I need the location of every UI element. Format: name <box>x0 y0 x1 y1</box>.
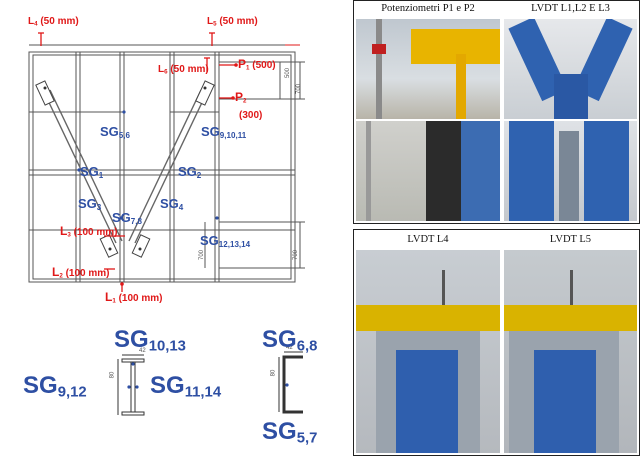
label-sg-9-10-11: SG9,10,11 <box>201 124 247 140</box>
photo-potentiometer-closeup <box>356 121 500 221</box>
dim-700-b: 700 <box>199 249 206 261</box>
photo-panel-top: Potenziometri P1 e P2 LVDT L1,L2 E L3 <box>353 0 640 224</box>
dim-80-b: 80 <box>270 369 277 377</box>
label-l5: L5 (50 mm) <box>207 16 258 28</box>
dim-700-c: 700 <box>293 249 300 261</box>
label-sg-9-12: SG9,12 <box>23 372 87 401</box>
label-sg-4: SG4 <box>160 196 184 212</box>
label-sg-2: SG2 <box>178 164 202 180</box>
dim-80: 80 <box>109 371 116 379</box>
label-p2-value: (300) <box>239 110 263 121</box>
label-l2: L2 (100 mm) <box>52 265 110 280</box>
label-sg-12-13-14: SG12,13,14 <box>200 233 251 249</box>
dim-500: 500 <box>285 67 292 79</box>
label-l4: L4 (50 mm) <box>28 16 79 28</box>
dim-700-a: 700 <box>296 83 303 95</box>
label-p2: P2 <box>235 90 247 105</box>
label-l3: L3 (100 mm) <box>60 224 118 239</box>
photo-lvdt-joint-bottom <box>504 121 637 221</box>
label-l1: L1 (100 mm) <box>105 290 163 305</box>
label-sg-3: SG3 <box>78 196 102 212</box>
label-sg-7-8: SG7,8 <box>112 210 142 226</box>
label-l6: L6 (50 mm) <box>158 64 209 76</box>
header-potenziometri: Potenziometri P1 e P2 <box>381 3 475 14</box>
photo-panel-bottom: LVDT L4 LVDT L5 <box>353 229 640 456</box>
label-p1: P1 (500) <box>238 57 276 72</box>
photo-lvdt-joint-top <box>504 19 637 119</box>
dim-42: 42 <box>139 348 146 354</box>
label-sg-10-13: SG10,13 <box>114 326 186 355</box>
photo-potentiometer-crane <box>356 19 500 119</box>
label-sg-6-8: SG6,8 <box>262 326 318 355</box>
header-lvdt-l1-l2-l3: LVDT L1,L2 E L3 <box>531 3 610 14</box>
label-sg-5-7: SG5,7 <box>262 418 318 447</box>
label-sg-1: SG1 <box>80 164 104 180</box>
label-sg-11-14: SG11,14 <box>150 372 222 401</box>
header-lvdt-l5: LVDT L5 <box>549 234 592 245</box>
label-sg-5-6: SG5,6 <box>100 124 130 140</box>
photo-lvdt-l4 <box>356 250 500 453</box>
photo-lvdt-l5 <box>504 250 637 453</box>
dim-42-b: 42 <box>286 345 293 351</box>
header-lvdt-l4: LVDT L4 <box>407 234 449 245</box>
